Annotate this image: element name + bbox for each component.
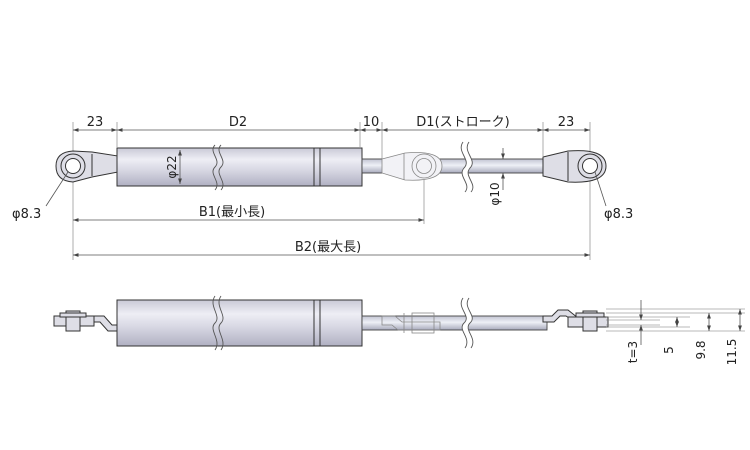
dim-b2-max-length: B2(最大長) [295,240,361,255]
dim-23-right: 23 [558,115,575,130]
left-eye-end [55,150,119,183]
retracted-bracket-ghost-side [381,312,441,334]
dia-10-label: φ10 [488,182,502,205]
cylinder-body-side [116,295,363,351]
length-dims: B1(最小長) B2(最大長) [73,205,590,257]
dim-d2: D2 [229,115,247,130]
dia-8-3-right-label: φ8.3 [604,207,633,222]
side-height-dims: t=3 5 9.8 11.5 [606,300,745,365]
dim-23-left: 23 [87,115,104,130]
dim-5: 5 [662,346,676,354]
rod-diameter-dim: φ10 [488,148,505,206]
dim-9-8: 9.8 [694,340,708,359]
right-eye-end [542,150,607,183]
dia-8-3-left-label: φ8.3 [12,207,41,222]
top-dimension-row: 23 D2 10 D1(ストローク) 23 [73,115,590,132]
dim-10: 10 [363,115,380,130]
body-diameter-dim: φ22 [165,150,182,184]
dim-11-5: 11.5 [725,339,739,366]
left-bracket-side [53,310,119,332]
hole-leaders: φ8.3 φ8.3 [12,171,633,222]
piston-rod-side [361,297,548,349]
dia-22-label: φ22 [165,155,179,178]
retracted-eye-ghost [381,152,443,181]
dim-t3: t=3 [626,341,640,363]
dim-b1-min-length: B1(最小長) [199,205,265,220]
dim-d1-stroke: D1(ストローク) [416,115,509,130]
top-view: 23 D2 10 D1(ストローク) 23 φ22 φ10 φ8.3 φ8.3 [12,115,633,260]
right-bracket-side [542,309,609,332]
cylinder-body [116,144,363,191]
side-view: t=3 5 9.8 11.5 [53,295,745,365]
